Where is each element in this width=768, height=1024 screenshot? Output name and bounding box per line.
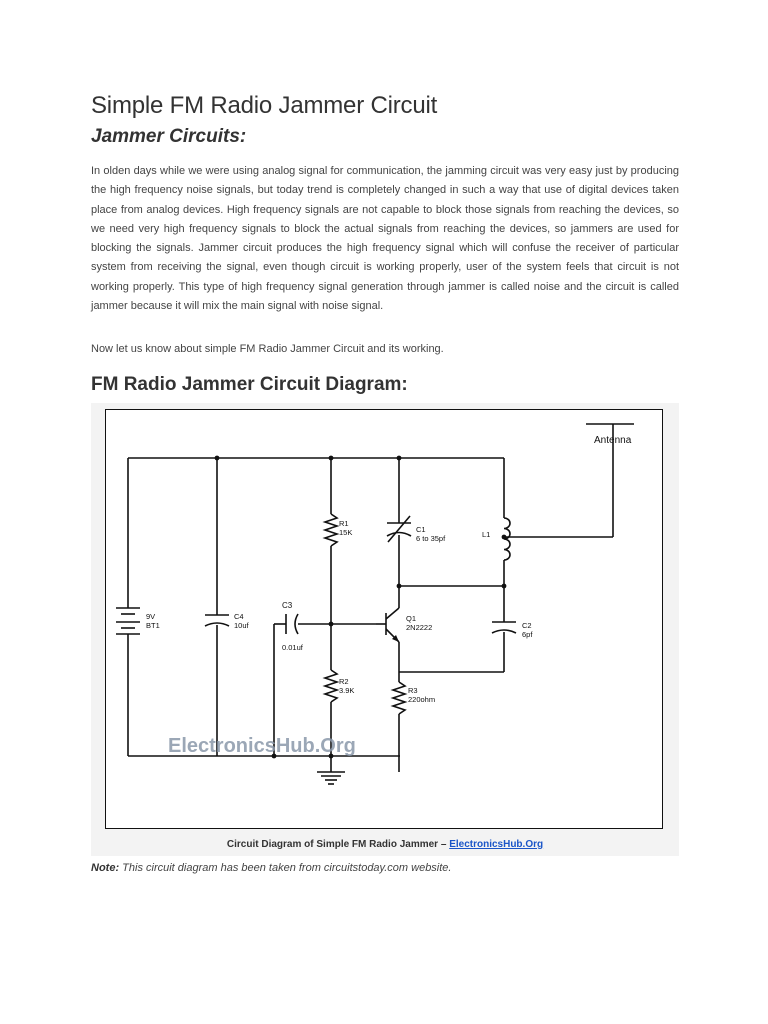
c3-label: C3	[282, 601, 293, 610]
r1-value: 15K	[339, 528, 352, 537]
circuit-diagram: Antenna 9V BT1 C4 10uf C3 0.01uf R1 15K …	[105, 409, 663, 829]
battery-label: 9V	[146, 612, 155, 621]
l1-label: L1	[482, 530, 490, 539]
caption-link[interactable]: ElectronicsHub.Org	[449, 839, 544, 850]
r1-label: R1	[339, 519, 349, 528]
r3-value: 220ohm	[408, 695, 435, 704]
page-title: Simple FM Radio Jammer Circuit	[91, 92, 438, 119]
antenna-label: Antenna	[594, 435, 632, 446]
intro-paragraph: In olden days while we were using analog…	[91, 165, 679, 313]
note-text: This circuit diagram has been taken from…	[119, 862, 452, 874]
watermark: ElectronicsHub.Org	[168, 735, 356, 757]
r3-label: R3	[408, 686, 418, 695]
c1-label: C1	[416, 525, 426, 534]
caption-text: Circuit Diagram of Simple FM Radio Jamme…	[226, 839, 450, 850]
lead-in-paragraph: Now let us know about simple FM Radio Ja…	[91, 343, 444, 355]
note-label: Note:	[91, 862, 120, 874]
section-subtitle: Jammer Circuits:	[91, 126, 247, 147]
c4-label: C4	[234, 612, 244, 621]
c3-value: 0.01uf	[282, 643, 304, 652]
c4-value: 10uf	[234, 621, 250, 630]
circuit-figure: Antenna 9V BT1 C4 10uf C3 0.01uf R1 15K …	[91, 403, 679, 856]
c2-label: C2	[522, 621, 532, 630]
c2-value: 6pf	[522, 630, 533, 639]
q1-value: 2N2222	[406, 623, 432, 632]
figure-caption: Circuit Diagram of Simple FM Radio Jamme…	[91, 839, 679, 850]
circuit-schematic: Antenna 9V BT1 C4 10uf C3 0.01uf R1 15K …	[116, 423, 634, 785]
battery-id-label: BT1	[146, 621, 160, 630]
source-note: Note: This circuit diagram has been take…	[91, 862, 451, 874]
q1-label: Q1	[406, 614, 416, 623]
r2-value: 3.9K	[339, 686, 354, 695]
diagram-heading: FM Radio Jammer Circuit Diagram:	[91, 374, 408, 395]
c1-value: 6 to 35pf	[416, 534, 446, 543]
r2-label: R2	[339, 677, 349, 686]
